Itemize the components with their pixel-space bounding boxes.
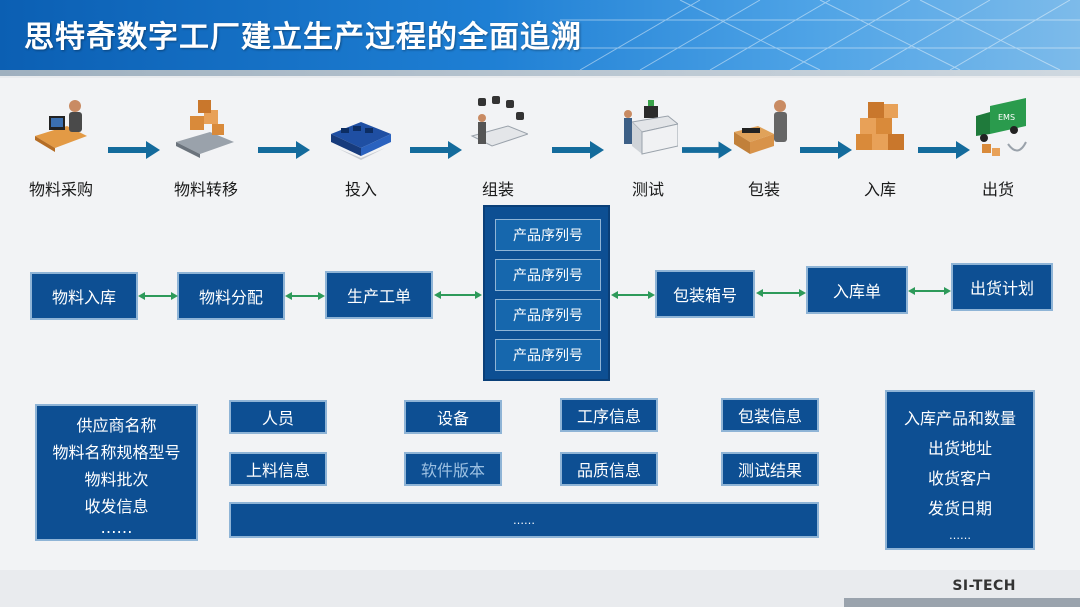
serial-number-item: 产品序列号 bbox=[495, 259, 601, 291]
trace-quality-info: 品质信息 bbox=[560, 452, 658, 486]
step-label: 包装 bbox=[747, 180, 780, 199]
supplier-info-item: 物料批次 bbox=[84, 470, 149, 489]
shipping-info-item: 发货日期 bbox=[927, 499, 992, 518]
supplier-info-item: 物料名称规格型号 bbox=[52, 443, 181, 462]
trace-personnel: 人员 bbox=[229, 400, 327, 434]
link-arrow-icon bbox=[138, 292, 178, 300]
trace-software-version: 软件版本 bbox=[404, 452, 502, 486]
serial-number-item: 产品序列号 bbox=[495, 299, 601, 331]
shipping-info-item: …… bbox=[949, 529, 971, 542]
header-decoration bbox=[560, 0, 1080, 70]
step-label: 出货 bbox=[981, 180, 1014, 199]
trace-equipment: 设备 bbox=[404, 400, 502, 434]
packaging-worker-icon bbox=[734, 100, 787, 154]
header-banner: 思特奇数字工厂建立生产过程的全面追溯 bbox=[0, 0, 1080, 70]
link-arrow-icon bbox=[434, 291, 482, 299]
step-purchasing: 物料采购 bbox=[13, 92, 109, 202]
purchasing-worker-icon bbox=[35, 100, 87, 152]
supplier-info-item: 收发信息 bbox=[84, 497, 149, 516]
flow-arrow-icon bbox=[918, 141, 970, 159]
svg-text:EMS: EMS bbox=[998, 113, 1015, 122]
link-arrow-icon bbox=[756, 289, 806, 297]
page-title: 思特奇数字工厂建立生产过程的全面追溯 bbox=[24, 20, 582, 55]
trace-process-info: 工序信息 bbox=[560, 398, 658, 432]
flow-arrow-icon bbox=[410, 141, 462, 159]
material-input-bins-icon bbox=[331, 122, 391, 160]
link-arrow-icon bbox=[285, 292, 325, 300]
step-shipping: EMS 出货 bbox=[950, 92, 1046, 202]
step-label: 测试 bbox=[631, 180, 664, 199]
step-material-transfer: 物料转移 bbox=[158, 92, 254, 202]
assembly-workstation-icon bbox=[470, 96, 528, 147]
flow-arrow-icon bbox=[552, 141, 604, 159]
header-divider bbox=[0, 70, 1080, 76]
trace-more-bar: …… bbox=[229, 502, 819, 538]
serial-number-group: 产品序列号 产品序列号 产品序列号 产品序列号 bbox=[483, 205, 610, 381]
record-package-box-no: 包装箱号 bbox=[655, 270, 755, 318]
trace-feeding-info: 上料信息 bbox=[229, 452, 327, 486]
ems-delivery-truck-icon: EMS bbox=[976, 98, 1027, 156]
record-material-inbound: 物料入库 bbox=[30, 272, 138, 320]
step-label: 物料转移 bbox=[173, 180, 238, 199]
brand-logo: SI-TECH bbox=[952, 578, 1016, 594]
step-packaging: 包装 bbox=[716, 92, 812, 202]
step-label: 入库 bbox=[863, 180, 896, 199]
step-label: 投入 bbox=[344, 180, 377, 199]
serial-number-item: 产品序列号 bbox=[495, 219, 601, 251]
shipping-info-item: 入库产品和数量 bbox=[903, 409, 1016, 428]
link-arrow-icon bbox=[611, 291, 655, 299]
step-warehousing: 入库 bbox=[832, 92, 928, 202]
trace-test-results: 测试结果 bbox=[721, 452, 819, 486]
material-transfer-conveyor-icon bbox=[176, 100, 234, 158]
flow-arrow-icon bbox=[800, 141, 852, 159]
step-testing: 测试 bbox=[600, 92, 696, 202]
link-arrow-icon bbox=[908, 287, 951, 295]
flow-arrow-icon bbox=[682, 141, 732, 159]
shipping-info-item: 出货地址 bbox=[927, 439, 992, 458]
flow-arrow-icon bbox=[258, 141, 310, 159]
step-assembly: 组装 bbox=[450, 92, 546, 202]
record-work-order: 生产工单 bbox=[325, 271, 433, 319]
supplier-info-panel: 供应商名称 物料名称规格型号 物料批次 收发信息 …… bbox=[35, 404, 198, 541]
shipping-info-panel: 入库产品和数量 出货地址 收货客户 发货日期 …… bbox=[885, 390, 1035, 550]
step-label: 物料采购 bbox=[28, 180, 93, 199]
record-shipping-plan: 出货计划 bbox=[951, 263, 1053, 311]
supplier-info-item: …… bbox=[100, 518, 133, 537]
testing-machine-icon bbox=[624, 100, 678, 155]
trace-packaging-info: 包装信息 bbox=[721, 398, 819, 432]
warehouse-boxes-icon bbox=[856, 102, 904, 150]
supplier-info-item: 供应商名称 bbox=[76, 416, 157, 435]
step-label: 组装 bbox=[481, 180, 514, 199]
record-inbound-order: 入库单 bbox=[806, 266, 908, 314]
serial-number-item: 产品序列号 bbox=[495, 339, 601, 371]
footer-bar bbox=[844, 598, 1080, 607]
step-input: 投入 bbox=[313, 92, 409, 202]
flow-arrow-icon bbox=[108, 141, 160, 159]
record-material-allocation: 物料分配 bbox=[177, 272, 285, 320]
shipping-info-item: 收货客户 bbox=[927, 469, 992, 488]
